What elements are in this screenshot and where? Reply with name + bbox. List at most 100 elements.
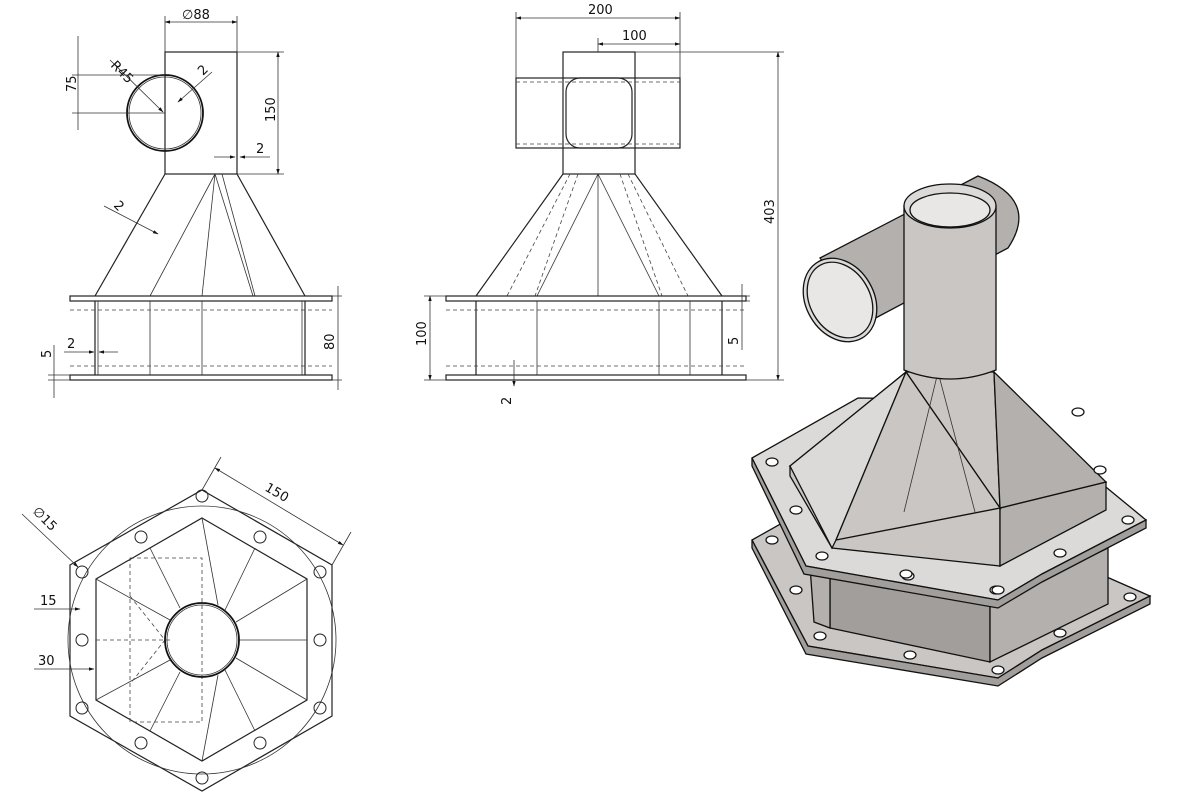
iso-bottom-flange-edge [751,539,1151,687]
front-bottom-flange [69,374,333,381]
dim-text-column-wall: 2 [256,142,264,157]
dim-text-hole-diameter: ∅15 [29,504,59,534]
bolt-hole [313,633,327,647]
bolt-hole [1071,407,1085,417]
bolt-hole [134,530,148,544]
side-box-sides [475,301,723,375]
bolt-hole [899,569,913,579]
top-flange-hexagon [69,489,333,792]
dim-ext-top-150 [201,456,352,566]
bolt-hole [991,665,1005,675]
side-top-flange [445,295,747,302]
top-hidden-pipe [96,557,203,723]
bolt-hole [1093,465,1107,475]
iso-bottom-flange-bolts [765,535,1137,675]
bolt-hole [195,489,209,503]
dim-text-side-wall: 2 [500,397,515,405]
bolt-hole [813,631,827,641]
dim-text-offset-15: 15 [40,594,57,609]
side-pipe-opening [565,77,633,149]
iso-column [903,205,997,380]
front-box-panels [97,301,303,375]
dim-text-side-box-height: 100 [415,321,430,346]
bolt-hole [789,505,803,515]
bolt-hole [1123,592,1137,602]
bolt-hole [765,457,779,467]
dim-text-column-height: 150 [264,97,279,122]
dim-text-offset-30: 30 [38,654,55,669]
side-column-outline [562,51,636,175]
side-box-panels [536,301,691,375]
iso-top-flange-edge [751,457,1147,609]
iso-view [751,175,1152,687]
dim-line-top-150 [214,467,344,546]
bolt-hole [75,565,89,579]
side-view: 200 100 403 100 5 2 [415,3,784,405]
side-hidden-lines [446,309,746,367]
top-bolt-circle [67,505,337,775]
bolt-hole [253,530,267,544]
dim-ext-80 [332,295,342,381]
dim-ext-side-5 [746,295,750,302]
bolt-hole [991,585,1005,595]
side-bottom-flange [445,374,747,381]
dim-text-half-length: 100 [622,29,647,44]
dim-ext-box-100 [424,295,446,381]
top-hopper-mid-facets [149,547,307,732]
dim-text-overall-height: 403 [763,199,778,224]
dim-ext-75 [72,74,165,114]
side-hopper-hidden [506,173,689,297]
bolt-hole [903,650,917,660]
bolt-hole [75,633,89,647]
dim-line-hole-diameter [21,513,79,568]
top-box-hexagon [95,517,308,762]
dim-text-pipe-diameter: ∅88 [182,8,210,23]
dim-text-flange-thickness: 5 [40,350,55,358]
top-center-pipe-outer [164,602,240,678]
dim-text-flange-side: 150 [262,480,291,505]
bolt-hole [815,551,829,561]
front-hopper-sides [94,173,306,297]
dim-line-r45 [109,59,164,113]
dim-text-center-height: 75 [65,75,80,92]
bolt-hole [1121,515,1135,525]
front-view: ∅88 R45 75 2 150 2 2 5 2 80 [40,8,342,398]
iso-hopper-facet-lines [903,371,976,513]
side-pipe-hidden [516,81,680,145]
iso-hopper-face-right [993,370,1108,509]
dim-ext-150 [237,51,284,175]
dim-text-box-wall: 2 [67,337,75,352]
dim-text-hopper-wall: 2 [110,198,126,214]
front-box-sides [94,301,306,375]
side-hopper-facets [536,173,660,297]
bolt-hole [789,585,803,595]
bolt-hole [313,701,327,715]
bolt-hole [765,535,779,545]
dim-text-box-height: 80 [323,333,338,350]
top-hopper-facets [95,517,308,762]
dim-text-pipe-length: 200 [588,3,613,18]
dim-text-side-flange: 5 [727,337,742,345]
bolt-hole [313,565,327,579]
bolt-hole [75,701,89,715]
top-bolt-holes [75,489,327,785]
top-view: ∅15 150 15 30 [21,456,352,792]
front-hidden-lines [70,309,332,367]
dim-ext-flange [48,374,70,381]
dim-text-pipe-radius: R45 [107,58,136,87]
bolt-hole [253,736,267,750]
top-center-pipe-inner [166,604,238,676]
side-hopper-sides [475,173,723,297]
front-hopper-facets [149,173,256,297]
iso-side-pipe-bore [806,261,874,339]
bolt-hole [1053,628,1067,638]
side-pipe-outline [515,77,681,149]
bolt-hole [195,771,209,785]
bolt-hole [1053,548,1067,558]
dim-text-pipe-wall: 2 [195,62,211,78]
dim-ext-403 [635,51,784,381]
dim-line-hopper-wall [103,205,159,235]
bolt-hole [134,736,148,750]
front-top-flange [69,295,333,302]
